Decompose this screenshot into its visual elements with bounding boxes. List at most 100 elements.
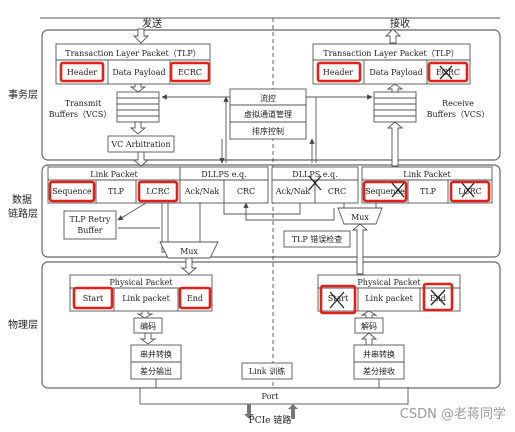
transmit-buffers-line1: Transmit: [65, 99, 102, 108]
flow-control-label: 流控: [260, 93, 276, 103]
phys-right-end-highlight: [422, 282, 454, 312]
mux-left-label: Mux: [180, 247, 198, 256]
phys-right-end: End: [430, 294, 446, 303]
datalink-layer-label-1: 数据: [12, 193, 32, 206]
tlp-left-ecrc-highlight: [169, 61, 211, 83]
link-packet-left-lcrc: LCRC: [146, 187, 170, 196]
receive-buffers-line2: Buffers（VCS）: [427, 110, 490, 119]
physical-layer-label: 物理层: [8, 318, 38, 331]
phys-right-up-arrow-1: [360, 310, 378, 319]
phys-left-end-highlight: [178, 286, 212, 310]
link-packet-left-sequence: Sequence: [52, 187, 92, 196]
pcie-link-label: PCIe 链路: [249, 414, 292, 426]
tlp-left-payload: Data Payload: [112, 68, 165, 77]
receive-buffers-line1: Receive: [442, 99, 474, 108]
ordering-control-label: 排序控制: [252, 126, 284, 136]
link-right-seq-cross-b: [391, 182, 405, 198]
transaction-layer-label: 事务层: [8, 88, 38, 101]
link-packet-left-title: Link Packet: [90, 170, 138, 179]
vc-management-label: 虚拟通道管理: [244, 109, 292, 119]
tlp-right-payload: Data Payload: [369, 68, 422, 77]
phys-right-linkpacket: Link packet: [365, 294, 413, 303]
tlp-left-header: Header: [67, 68, 97, 77]
tlp-retry-line2: Buffer: [77, 226, 102, 235]
tlp-right-title: Transaction Layer Packet（TLP）: [323, 49, 459, 58]
tlp-retry-buffer-box: [63, 210, 117, 240]
tlp-left: Transaction Layer Packet（TLP） Header Dat…: [55, 43, 211, 85]
dllps-right-crc: CRC: [328, 187, 346, 196]
link-right-lcrc-cross-b: [461, 182, 475, 198]
phys-right-start-highlight: [319, 284, 357, 315]
tlp-error-check-label: TLP 错误检查: [292, 234, 343, 244]
link-packet-left: Link Packet Sequence TLP LCRC: [47, 166, 181, 204]
physical-packet-right: Physical Packet Start Link packet End: [317, 274, 461, 315]
dllps-left-acknak: Ack/Nak: [184, 187, 220, 196]
phys-right-start-cross-b: [329, 291, 345, 309]
phys-left-end: End: [187, 294, 203, 303]
datalink-layer-label-2: 链路层: [8, 207, 38, 220]
receive-up-arrow: [384, 28, 402, 44]
link-right-lcrc-highlight: [449, 180, 491, 203]
dllps-right-title: DLLPS e.q.: [292, 170, 337, 179]
tlp-left-ecrc: ECRC: [178, 68, 202, 77]
tlp-right-header-highlight: [316, 61, 362, 83]
watermark: CSDN @老蒋同学: [400, 406, 506, 422]
link-training-label: Link 训练: [249, 366, 285, 376]
mux-right-up-arrow: [351, 223, 369, 275]
port-bar: [139, 387, 409, 405]
dllps-right-acknak: Ack/Nak: [275, 187, 311, 196]
rx-buffer-to-tlp-arrow: [386, 83, 404, 93]
encode-label: 编码: [140, 321, 156, 331]
link-packet-right: Link Packet Sequence TLP LCRC: [361, 166, 493, 204]
tlp-right-ecrc-highlight: [427, 61, 469, 83]
tlp-right-ecrc-cross-b: [439, 65, 453, 80]
tlp-right-ecrc: ECRC: [436, 68, 460, 77]
phys-left-linkpacket: Link packet: [122, 294, 170, 303]
phys-left-start: Start: [83, 294, 104, 303]
rx-link-to-buffer-arrow: [386, 121, 404, 167]
tlp-to-buffer-arrow: [129, 83, 147, 93]
receive-label: 接收: [390, 17, 410, 30]
dllps-left-crc: CRC: [237, 187, 255, 196]
flow-control-box: 流控 虚拟通道管理 排序控制: [229, 88, 307, 140]
link-to-retry: [117, 202, 147, 221]
send-label: 发送: [142, 17, 162, 30]
dllp-cross-1: [223, 203, 301, 215]
phys-right-title: Physical Packet: [357, 278, 421, 287]
vc-to-link-arrow: [132, 151, 150, 167]
phys-right-end-cross-b: [430, 289, 446, 306]
tlp-left-title: Transaction Layer Packet（TLP）: [65, 49, 201, 58]
tlp-right: Transaction Layer Packet（TLP） Header Dat…: [312, 43, 471, 85]
receive-buffers: Receive Buffers（VCS）: [373, 91, 490, 123]
send-down-arrow: [132, 28, 150, 44]
link-packet-right-tlp: TLP: [420, 187, 437, 196]
pcie-out-arrow: [244, 404, 254, 419]
transmit-buffers-line2: Buffers（VCS）: [49, 110, 112, 119]
phys-right-up-arrow-2: [360, 332, 378, 346]
port-label: Port: [262, 392, 280, 401]
mux-left-down-arrow: [180, 257, 198, 275]
differential-out-label: 差分输出: [140, 366, 172, 376]
tlp-left-header-highlight: [59, 61, 105, 83]
serial-to-parallel-label: 并串转换: [363, 349, 395, 359]
link-training-box: [241, 362, 293, 380]
phys-left-down-arrow-2: [139, 332, 157, 345]
dllps-right-cross-b: [308, 175, 322, 191]
mux-left: [159, 241, 219, 259]
buffer-to-vc-arrow: [129, 121, 147, 135]
link-left-sequence-highlight: [48, 180, 96, 203]
physical-packet-left: Physical Packet Start Link packet End: [69, 274, 213, 312]
dllp-cross-2: [243, 202, 335, 221]
phys-left-start-highlight: [72, 286, 114, 310]
tlp-retry-line1: TLP Retry: [70, 215, 111, 224]
differential-in-label: 差分接收: [363, 366, 395, 376]
link-right-sequence-highlight: [362, 180, 408, 203]
link-packet-right-sequence: Sequence: [365, 187, 405, 196]
mux-right: [337, 207, 383, 225]
dllps-left-title: DLLPS e.q.: [201, 170, 246, 179]
pcie-in-arrow: [288, 404, 298, 419]
link-left-lcrc-highlight: [137, 180, 179, 203]
link-packet-left-tlp: TLP: [108, 187, 125, 196]
tlp-error-check-box: [283, 230, 351, 248]
